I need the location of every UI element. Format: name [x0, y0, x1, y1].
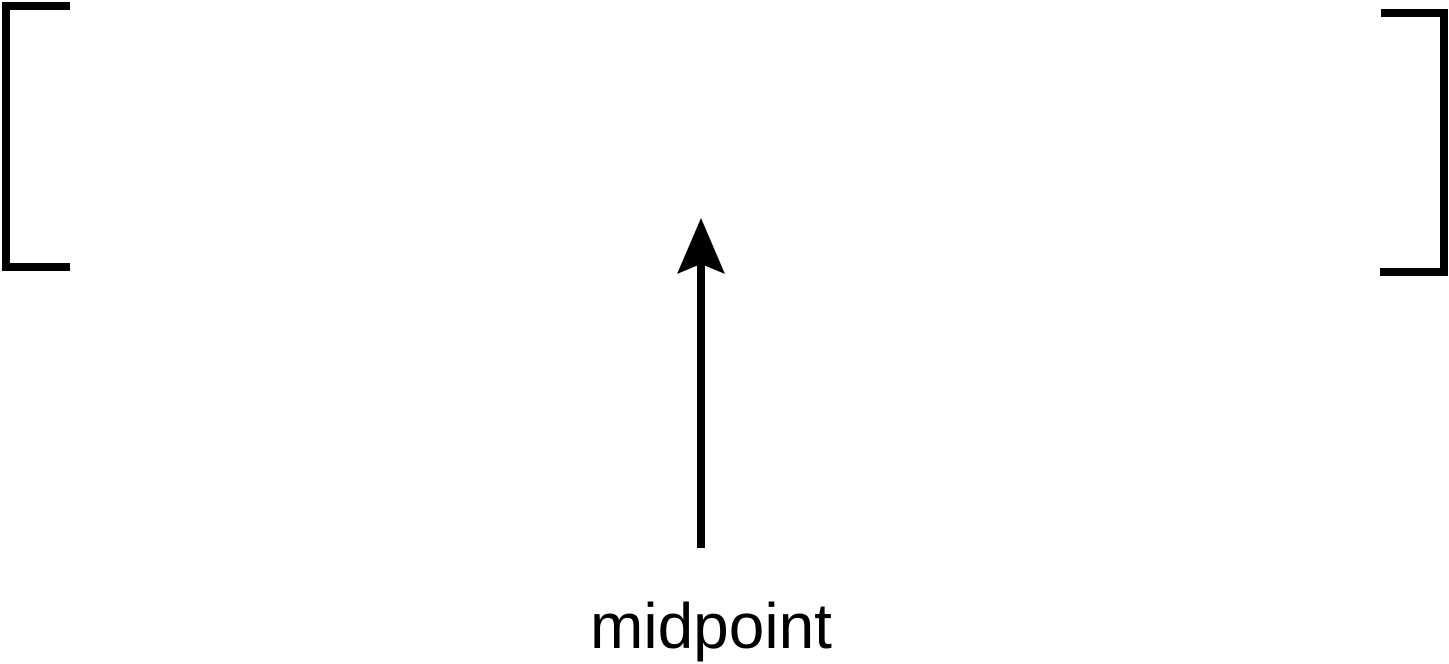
left-bracket [2, 2, 70, 271]
arrow-head [677, 218, 725, 274]
right-bracket [1380, 9, 1448, 276]
midpoint-label: midpoint [590, 590, 832, 662]
up-arrow-icon [677, 218, 725, 548]
